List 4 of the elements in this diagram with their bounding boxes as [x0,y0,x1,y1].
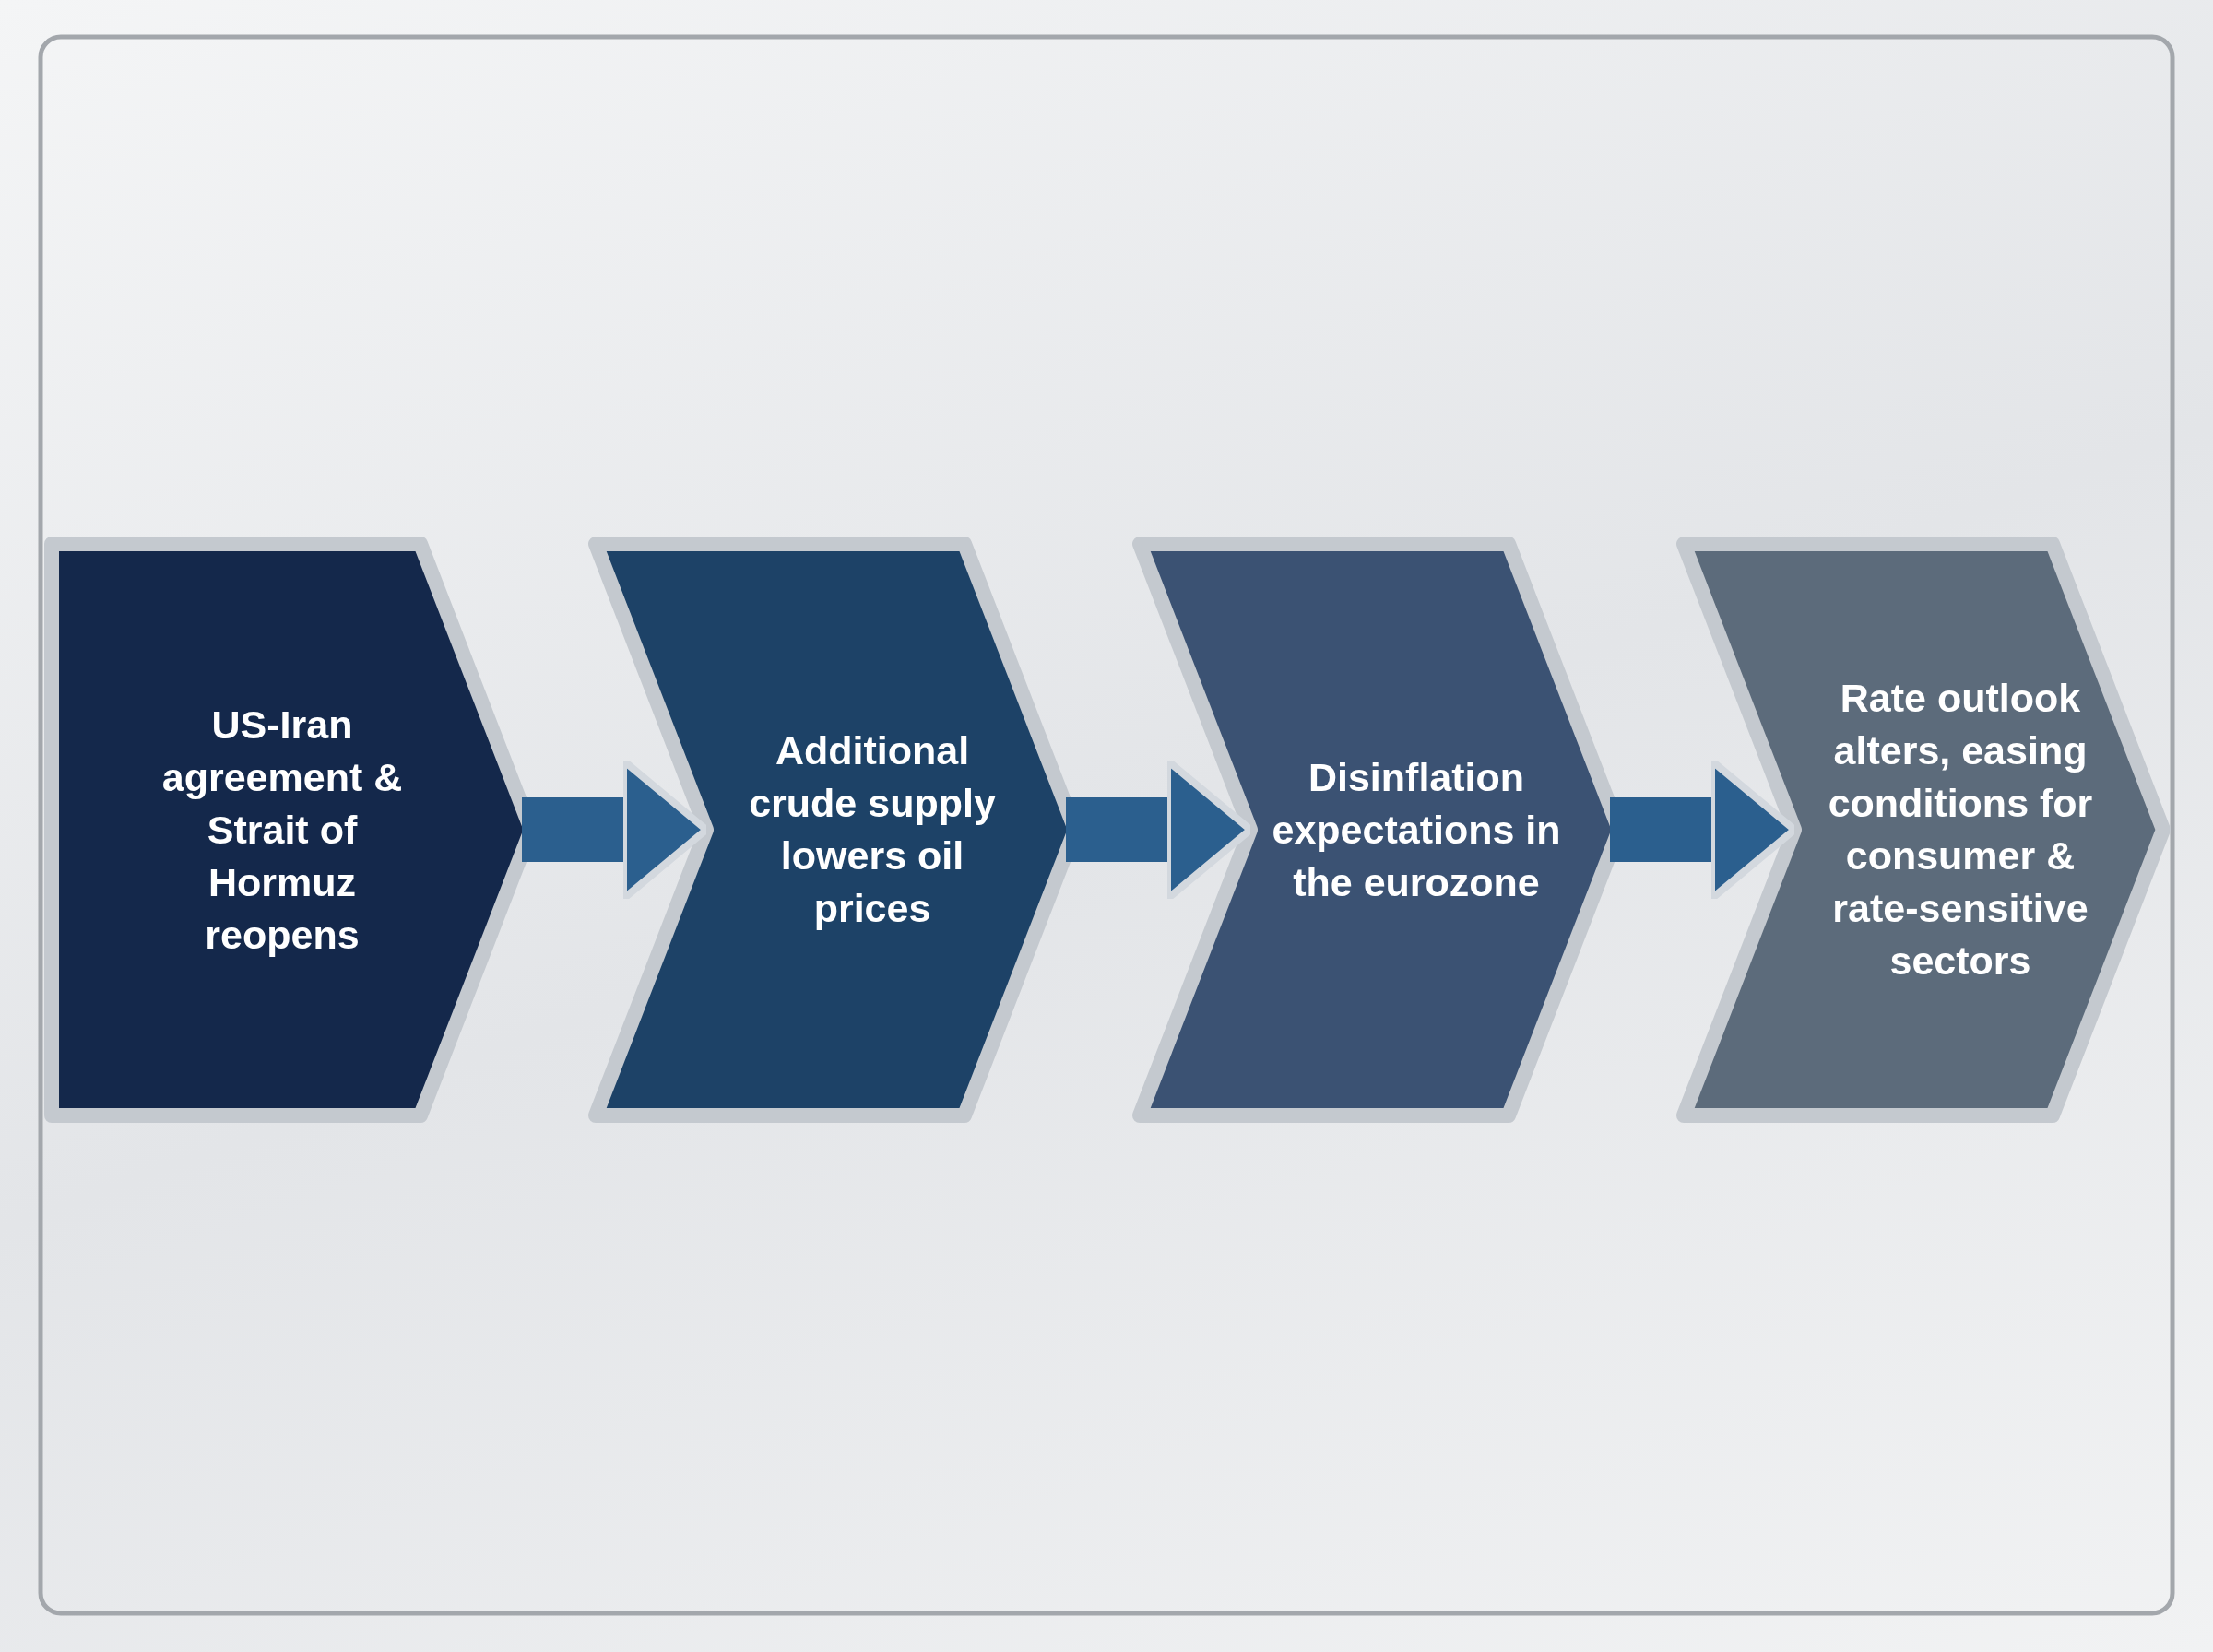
step-text: US-Iran agreement & Strait of Hormuz reopens [160,701,404,959]
step-text: Disinflation expectations in the eurozone [1271,753,1562,906]
step-text: Additional crude supply lowers oil prices [748,727,997,932]
step-text: Rate outlook alters, easing conditions for consumer & rate-sensitive sectors [1827,675,2094,985]
